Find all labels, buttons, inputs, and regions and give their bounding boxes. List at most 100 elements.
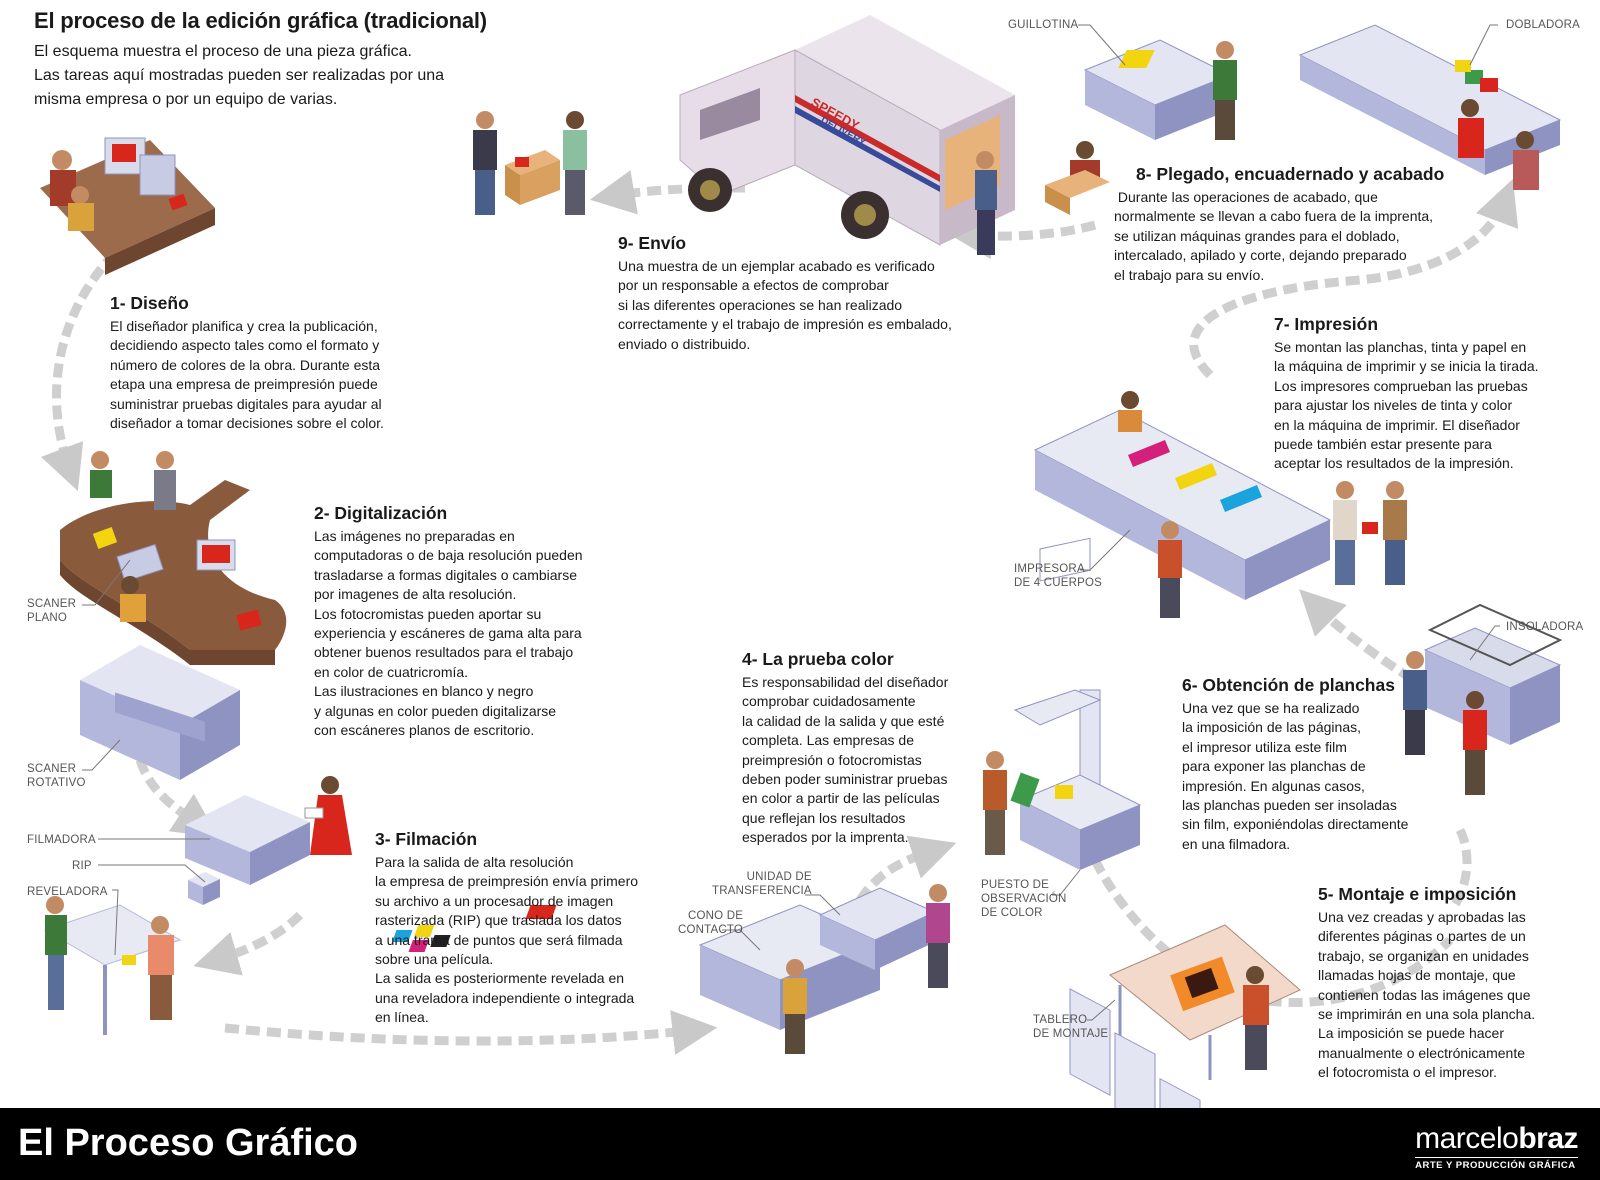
design-desk-illustration bbox=[40, 137, 215, 275]
step-finishing: 8- Plegado, encuadernado y acabado Duran… bbox=[1114, 163, 1474, 285]
step-line: puede también estar presente para bbox=[1274, 436, 1492, 453]
label-line: ROTATIVO bbox=[27, 777, 86, 789]
step-plates: 6- Obtención de planchas Una vez que se … bbox=[1182, 674, 1442, 854]
step-line: completa. Las empresas de bbox=[742, 732, 914, 749]
step-line: deben poder suministrar pruebas bbox=[742, 771, 948, 788]
step-line: Es responsabilidad del diseñador bbox=[742, 674, 949, 690]
intro-line: Las tareas aquí mostradas pueden ser rea… bbox=[34, 67, 445, 84]
step-montage: 5- Montaje e imposición Una vez creadas … bbox=[1318, 883, 1578, 1083]
step-line: en la máquina de imprimir. El diseñador bbox=[1274, 416, 1520, 433]
step-line: contienen todas las imágenes que bbox=[1318, 986, 1531, 1003]
step-line: si las diferentes operaciones se han rea… bbox=[618, 296, 903, 313]
step-line: el trabajo para su envío. bbox=[1114, 266, 1265, 283]
step-line: en color de cuatricromía. bbox=[314, 663, 469, 680]
step-title: 9- Envío bbox=[618, 233, 687, 253]
step-printing: 7- Impresión Se montan las planchas, tin… bbox=[1274, 313, 1574, 474]
step-body: Una vez creadas y aprobadas las diferent… bbox=[1318, 908, 1578, 1083]
label-unidad-transferencia: UNIDAD DE TRANSFERENCIA bbox=[712, 870, 812, 898]
step-line: normalmente se llevan a cabo fuera de la… bbox=[1114, 208, 1434, 225]
step-line: la imposición de las páginas, bbox=[1182, 719, 1361, 736]
step-line: Una muestra de un ejemplar acabado es ve… bbox=[618, 258, 935, 274]
plate-exposure-illustration bbox=[1403, 603, 1563, 795]
step-line: se utilizan máquinas grandes para el dob… bbox=[1114, 227, 1400, 244]
step-line: Las imágenes no preparadas en bbox=[314, 528, 515, 544]
step-line: aceptar los resultados de la impresión. bbox=[1274, 455, 1514, 472]
label-tablero-montaje: TABLERO DE MONTAJE bbox=[1033, 1013, 1108, 1041]
step-line: se imprimirán en una sola plancha. bbox=[1318, 1006, 1536, 1023]
label-line: TABLERO bbox=[1033, 1014, 1088, 1026]
process-illustration: SPEEDY DELIVERY bbox=[40, 15, 1563, 1108]
step-line: La salida es posteriormente revelada en bbox=[375, 970, 625, 987]
step-line: en color a partir de las películas bbox=[742, 790, 940, 807]
step-line: preimpresión o fotocromistas bbox=[742, 751, 922, 768]
step-title: 8- Plegado, encuadernado y acabado bbox=[1136, 164, 1445, 184]
step-line: impresión. En algunas casos, bbox=[1182, 777, 1365, 794]
step-line: sin film, exponiéndolas directamente bbox=[1182, 816, 1409, 833]
step-line: comprobar cuidadosamente bbox=[742, 693, 916, 710]
step-body: Para la salida de alta resolución la emp… bbox=[375, 853, 665, 1028]
label-line: DE 4 CUERPOS bbox=[1014, 577, 1103, 589]
step-design: 1- Diseño El diseñador planifica y crea … bbox=[110, 292, 410, 433]
footer-bar: El Proceso Gráfico marcelobraz ARTE Y PR… bbox=[0, 1108, 1600, 1180]
step-line: Se montan las planchas, tinta y papel en bbox=[1274, 339, 1527, 355]
intro-text: El esquema muestra el proceso de una pie… bbox=[34, 40, 504, 112]
filming-equipment-illustration bbox=[43, 776, 352, 1035]
step-title: 5- Montaje e imposición bbox=[1318, 884, 1517, 904]
step-line: el fotocromista o el impresor. bbox=[1318, 1064, 1497, 1081]
step-line: su archivo a un procesador de imagen bbox=[375, 892, 614, 909]
label-scaner-rotativo: SCANER ROTATIVO bbox=[27, 762, 86, 790]
step-line: computadoras o de baja resolución pueden bbox=[314, 547, 583, 564]
step-line: las planchas pueden ser insoladas bbox=[1182, 797, 1397, 814]
step-shipping: 9- Envío Una muestra de un ejemplar acab… bbox=[618, 232, 978, 354]
step-line: Una vez creadas y aprobadas las bbox=[1318, 909, 1526, 925]
step-line: diseñador a tomar decisiones sobre el co… bbox=[110, 415, 384, 432]
label-dobladora: DOBLADORA bbox=[1506, 19, 1581, 31]
step-line: intercalado, apilado y corte, dejando pr… bbox=[1114, 247, 1407, 264]
step-line: suministrar pruebas digitales para ayuda… bbox=[110, 395, 382, 412]
four-color-press-illustration bbox=[1033, 391, 1407, 1108]
brand-name-bold: braz bbox=[1518, 1122, 1578, 1155]
step-line: para ajustar los niveles de tinta y colo… bbox=[1274, 397, 1513, 414]
label-line: UNIDAD DE bbox=[746, 871, 812, 883]
step-body: Es responsabilidad del diseñador comprob… bbox=[742, 673, 992, 848]
label-reveladora: REVELADORA bbox=[27, 886, 108, 898]
step-title: 3- Filmación bbox=[375, 829, 478, 849]
scanning-station-illustration bbox=[60, 451, 287, 780]
color-proof-illustration bbox=[392, 537, 1142, 1054]
step-line: en una filmadora. bbox=[1182, 835, 1291, 852]
label-cono-contacto: CONO DE CONTACTO bbox=[678, 909, 743, 937]
footer-title: El Proceso Gráfico bbox=[18, 1122, 359, 1164]
label-puesto-observacion: PUESTO DE OBSERVACIÓN DE COLOR bbox=[981, 878, 1067, 920]
step-line: etapa una empresa de preimpresión puede bbox=[110, 376, 378, 393]
label-insoladora: INSOLADORA bbox=[1506, 621, 1584, 633]
step-line: manualmente o electrónicamente bbox=[1318, 1044, 1526, 1061]
label-leaders bbox=[82, 24, 1500, 1021]
step-line: la empresa de preimpresión envía primero bbox=[375, 873, 639, 890]
page-title: El proceso de la edición gráfica (tradic… bbox=[34, 8, 487, 33]
label-line: DE MONTAJE bbox=[1033, 1028, 1109, 1040]
step-line: Los impresores comprueban las pruebas bbox=[1274, 377, 1528, 394]
label-line: PLANO bbox=[27, 612, 67, 624]
step-line: correctamente y el trabajo de impresión … bbox=[618, 316, 952, 333]
step-line: Una vez que se ha realizado bbox=[1182, 700, 1360, 716]
step-body: Una muestra de un ejemplar acabado es ve… bbox=[618, 257, 978, 354]
step-line: decidiendo aspecto tales como el formato… bbox=[110, 337, 380, 354]
intro-line: misma empresa o por un equipo de varias. bbox=[34, 91, 338, 108]
label-line: OBSERVACIÓN bbox=[981, 893, 1067, 905]
brand-logo: marcelobraz ARTE Y PRODUCCIÓN GRÁFICA bbox=[1415, 1124, 1578, 1171]
step-line: obtener buenos resultados para el trabaj… bbox=[314, 644, 574, 661]
step-line: una reveladora independiente o integrada bbox=[375, 989, 635, 1006]
brand-subtitle: ARTE Y PRODUCCIÓN GRÁFICA bbox=[1415, 1157, 1578, 1171]
label-line: SCANER bbox=[27, 598, 77, 610]
step-line: Para la salida de alta resolución bbox=[375, 854, 574, 870]
step-title: 6- Obtención de planchas bbox=[1182, 675, 1395, 695]
step-body: Se montan las planchas, tinta y papel en… bbox=[1274, 338, 1574, 474]
label-line: TRANSFERENCIA bbox=[712, 885, 812, 897]
label-line: IMPRESORA bbox=[1014, 563, 1085, 575]
step-line: con escáneres planos de escritorio. bbox=[314, 722, 535, 739]
step-line: La imposición se puede hacer bbox=[1318, 1025, 1505, 1042]
label-line: DE COLOR bbox=[981, 907, 1043, 919]
label-line: CONTACTO bbox=[678, 924, 744, 936]
step-line: número de colores de la obra. Durante es… bbox=[110, 356, 381, 373]
label-line: CONO DE bbox=[688, 910, 744, 922]
